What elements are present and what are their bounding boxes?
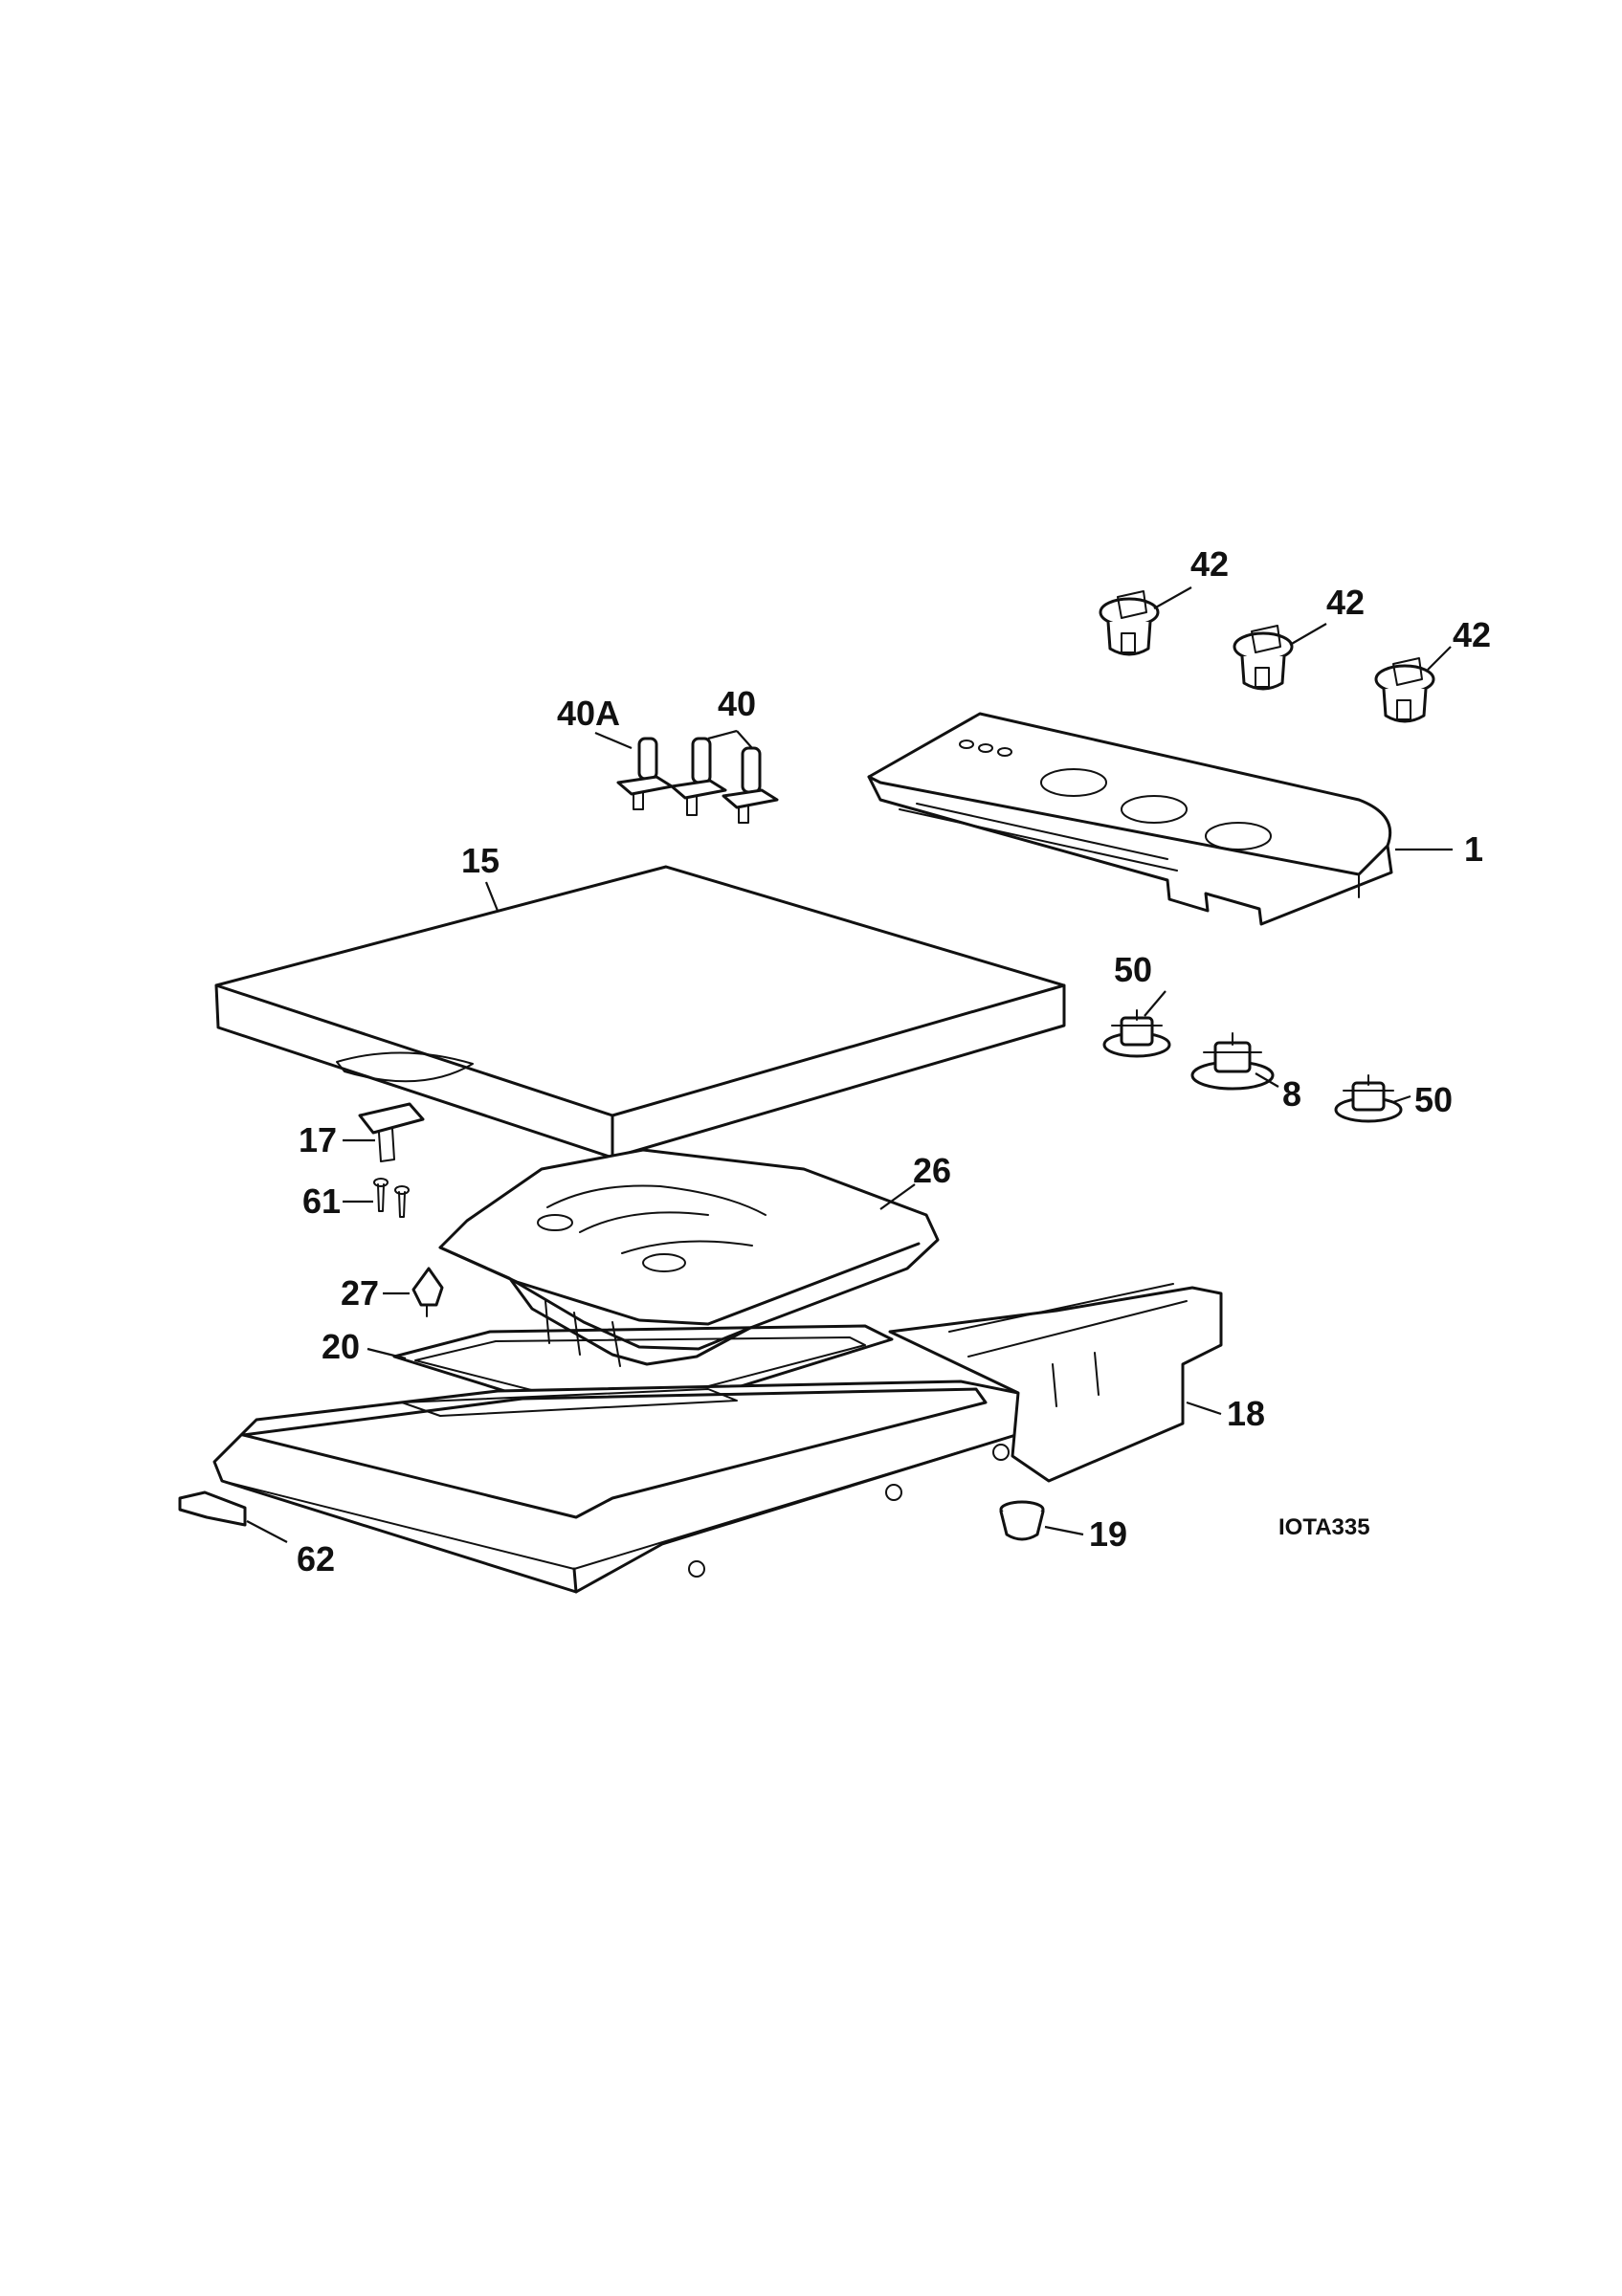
drawer-housing-18 [888,1283,1223,1483]
hinge-17 [358,1102,425,1162]
valve-50-left [1102,1009,1171,1058]
screws-61 [373,1178,410,1218]
valve-8 [1190,1032,1275,1091]
label-26: 26 [913,1151,951,1190]
worktop-15 [214,865,1066,1159]
button-40a [616,737,674,810]
dispenser-26 [438,1148,940,1367]
label-27: 27 [341,1273,379,1313]
clip-27 [411,1267,444,1317]
label-1: 1 [1464,829,1483,869]
button-40-b [722,746,779,824]
label-50a: 50 [1114,950,1152,989]
knob-42-left [1099,590,1160,656]
valve-50-right [1334,1074,1403,1123]
knob-42-right [1374,657,1435,723]
label-20: 20 [322,1327,360,1366]
label-61: 61 [302,1181,341,1221]
label-42a: 42 [1190,544,1229,584]
leader-lines [246,586,1453,1543]
label-8: 8 [1282,1074,1301,1114]
label-40: 40 [718,684,756,723]
drawing-code: IOTA335 [1278,1514,1370,1540]
label-15: 15 [461,841,500,880]
label-40a: 40A [557,694,620,733]
base-tray [212,1380,1024,1594]
label-19: 19 [1089,1514,1127,1554]
label-42c: 42 [1453,615,1491,654]
label-50b: 50 [1414,1080,1453,1119]
control-panel-1 [867,712,1393,926]
label-42b: 42 [1326,583,1365,622]
knob-42-middle [1233,625,1294,691]
plug-19 [999,1500,1045,1541]
label-18: 18 [1227,1394,1265,1433]
label-17: 17 [299,1120,337,1159]
label-62: 62 [297,1539,335,1578]
bracket-62 [178,1490,247,1527]
button-40-a [670,737,727,816]
